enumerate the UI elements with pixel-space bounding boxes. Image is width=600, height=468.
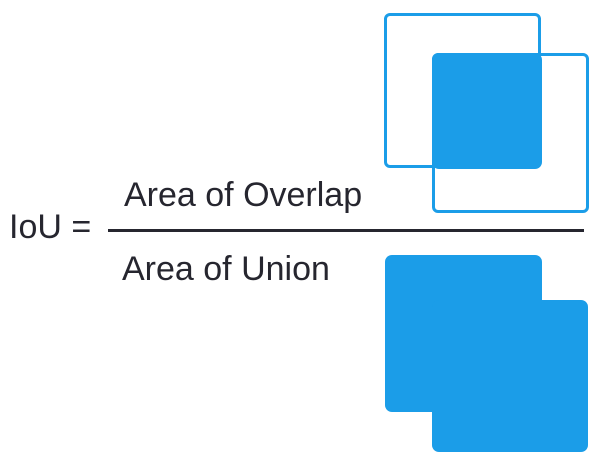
iou-label: IoU = — [9, 208, 92, 246]
fraction-bar — [108, 229, 584, 232]
numerator-label: Area of Overlap — [124, 176, 363, 214]
denominator-label: Area of Union — [122, 250, 330, 288]
union-box-b — [432, 300, 588, 452]
overlap-fill-region — [432, 53, 542, 169]
